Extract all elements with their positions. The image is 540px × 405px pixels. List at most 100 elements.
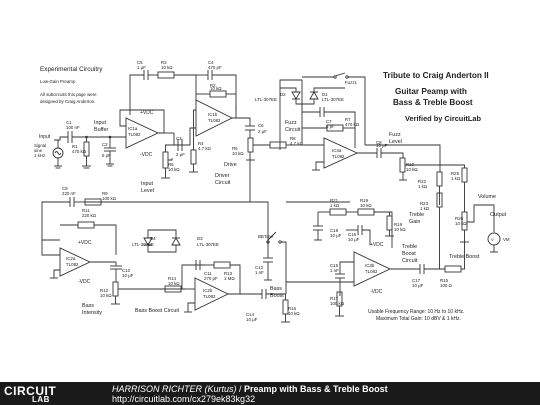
svg-text:1 μF: 1 μF — [137, 65, 146, 70]
svg-text:Fuzz1: Fuzz1 — [345, 80, 358, 85]
svg-text:10 kΩ: 10 kΩ — [394, 227, 406, 232]
svg-text:R17: R17 — [330, 296, 339, 301]
svg-text:R25: R25 — [451, 171, 460, 176]
svg-text:470 kΩ: 470 kΩ — [72, 149, 87, 154]
bass-boost-label: Bass — [270, 286, 282, 292]
svg-text:IC3a: IC3a — [332, 148, 342, 153]
svg-text:sine: sine — [34, 148, 43, 153]
input-level-label: Input — [141, 181, 153, 187]
svg-text:220 nF: 220 nF — [62, 191, 76, 196]
volume-label: Volume — [478, 194, 496, 200]
svg-text:10 kΩ: 10 kΩ — [168, 281, 180, 286]
svg-text:100 Ω: 100 Ω — [440, 283, 453, 288]
svg-text:D4: D4 — [150, 236, 156, 241]
bass-intensity-label: Bass — [82, 303, 94, 309]
svg-text:TL082: TL082 — [208, 118, 221, 123]
input-buffer-label: Input — [94, 120, 106, 126]
svg-text:Boost: Boost — [402, 251, 416, 257]
svg-text:Boost: Boost — [270, 293, 284, 299]
svg-text:5 pF: 5 pF — [326, 124, 335, 129]
svg-text:R26: R26 — [455, 216, 464, 221]
header-note-1: All subcircuits this page were — [40, 92, 97, 97]
svg-text:C2: C2 — [102, 142, 108, 147]
svg-text:270 pF: 270 pF — [204, 276, 218, 281]
svg-text:IC2b: IC2b — [203, 288, 213, 293]
svg-text:TL082: TL082 — [332, 154, 345, 159]
svg-text:Circuit: Circuit — [285, 127, 301, 133]
svg-text:2 μF: 2 μF — [258, 129, 267, 134]
svg-text:IC1a: IC1a — [128, 126, 138, 131]
drive-label: Drive — [224, 162, 237, 168]
svg-text:R16: R16 — [288, 306, 297, 311]
svg-text:LTL-307EE: LTL-307EE — [255, 97, 277, 102]
svg-text:R22: R22 — [418, 179, 427, 184]
driver-label: Driver — [215, 173, 230, 179]
svg-text:10 μF: 10 μF — [348, 237, 360, 242]
fuzz-stage: R8 4.7 kΩ D2 LTL-307EE D1 LTL-307EE Fuzz… — [253, 72, 418, 181]
author-name[interactable]: HARRISON RICHTER (Kurtus) — [112, 384, 237, 394]
svg-text:R15: R15 — [440, 278, 449, 283]
svg-text:TL082: TL082 — [365, 269, 378, 274]
svg-text:Level: Level — [389, 139, 402, 145]
header-note-2: designed by Craig Anderton. — [40, 99, 95, 104]
svg-text:10 μF: 10 μF — [412, 283, 424, 288]
svg-text:1 kΩ: 1 kΩ — [418, 184, 428, 189]
svg-text:+VDC: +VDC — [78, 240, 92, 246]
svg-text:C11: C11 — [204, 271, 212, 276]
svg-text:R19: R19 — [360, 198, 369, 203]
svg-text:220 kΩ: 220 kΩ — [82, 213, 97, 218]
svg-text:C6: C6 — [258, 123, 264, 128]
svg-text:R14: R14 — [168, 276, 177, 281]
svg-text:-VDC: -VDC — [78, 279, 91, 285]
footer-bar: CIRCUIT LAB HARRISON RICHTER (Kurtus) / … — [0, 382, 540, 405]
svg-text:LTL-307EE: LTL-307EE — [322, 97, 344, 102]
svg-text:5 pF: 5 pF — [102, 153, 111, 158]
svg-text:R8: R8 — [290, 136, 296, 141]
circuit-title[interactable]: Preamp with Bass & Treble Boost — [244, 384, 388, 394]
svg-text:4.7 kΩ: 4.7 kΩ — [198, 146, 212, 151]
circuit-url[interactable]: http://circuitlab.com/cx279ek83kg32 — [112, 394, 256, 404]
svg-text:470 pF: 470 pF — [208, 65, 222, 70]
fuzz-level-label: Fuzz — [389, 132, 401, 138]
svg-text:1 kΩ: 1 kΩ — [330, 203, 340, 208]
svg-text:C15: C15 — [330, 263, 339, 268]
svg-text:R5: R5 — [232, 146, 238, 151]
svg-text:Circuit: Circuit — [215, 180, 231, 186]
svg-text:R9: R9 — [102, 191, 108, 196]
svg-text:IC3b: IC3b — [365, 263, 375, 268]
svg-text:10 kΩ: 10 kΩ — [210, 86, 222, 91]
svg-text:1 kHz: 1 kHz — [34, 153, 45, 158]
treble-gain-label: Treble — [409, 212, 424, 218]
svg-text:+VDC: +VDC — [370, 242, 384, 248]
ic1a-buffer: IC1a TL082 +VDC -VDC — [119, 109, 174, 158]
svg-text:1 kΩ: 1 kΩ — [451, 176, 461, 181]
svg-text:C7: C7 — [326, 119, 332, 124]
circuitlab-logo[interactable]: CIRCUIT LAB — [4, 384, 57, 404]
svg-text:VM: VM — [503, 237, 510, 242]
svg-text:LTL-307EE: LTL-307EE — [197, 242, 219, 247]
output-stage: R22 1 kΩ R23 1 kΩ R25 1 kΩ R26 10 kΩ Vol… — [365, 144, 510, 253]
svg-text:C16: C16 — [348, 232, 357, 237]
svg-text:R10: R10 — [406, 162, 415, 167]
tribute-subtitle-2: Bass & Treble Boost — [393, 98, 473, 107]
svg-text:R2: R2 — [210, 83, 216, 88]
svg-text:10 μF: 10 μF — [376, 143, 388, 148]
svg-text:R7: R7 — [345, 117, 351, 122]
svg-text:Buffer: Buffer — [94, 127, 108, 133]
gain-note: Maximum Total Gain: 10 dBV & 1 kHz. — [376, 316, 461, 322]
svg-text:C4: C4 — [208, 60, 214, 65]
svg-text:R21: R21 — [330, 198, 339, 203]
svg-text:R12: R12 — [100, 288, 109, 293]
svg-text:10 kΩ: 10 kΩ — [288, 311, 300, 316]
input-label: Input — [39, 134, 51, 140]
treble-boost-label: Treble Boost — [449, 254, 480, 260]
tribute-title: Tribute to Craig Anderton II — [383, 71, 489, 80]
svg-text:TL082: TL082 — [203, 294, 216, 299]
header-subtitle: Low-Gain Preamp — [40, 79, 76, 84]
bass-boost-circuit-label: Bass Boost Circuit — [135, 308, 180, 314]
svg-text:Level: Level — [141, 188, 154, 194]
fuzz-circuit-label: Fuzz — [285, 120, 297, 126]
svg-text:R4: R4 — [198, 141, 204, 146]
svg-text:TL082: TL082 — [66, 262, 79, 267]
svg-text:1 nF: 1 nF — [330, 268, 339, 273]
